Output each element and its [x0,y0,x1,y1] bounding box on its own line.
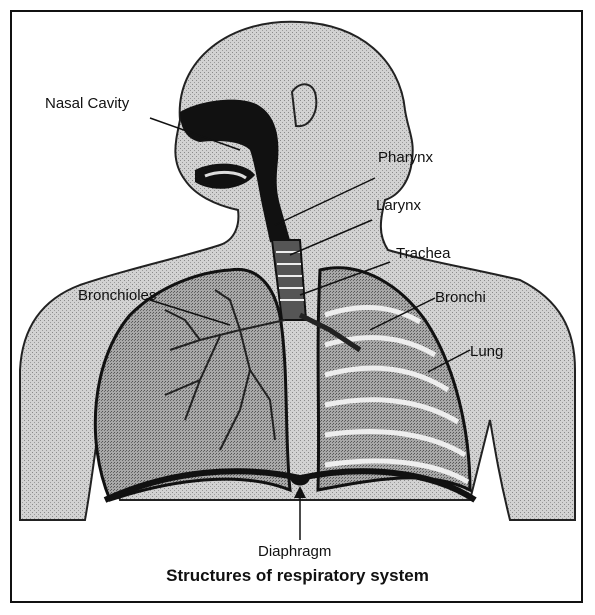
label-nasal-cavity: Nasal Cavity [45,95,130,112]
figure-caption: Structures of respiratory system [0,566,595,586]
label-larynx: Larynx [376,197,422,214]
label-trachea: Trachea [396,245,451,262]
respiratory-diagram: Nasal Cavity Pharynx Larynx Trachea Bron… [10,10,583,565]
label-bronchioles: Bronchioles [78,287,156,304]
label-lung: Lung [470,343,503,360]
label-diaphragm: Diaphragm [258,543,331,560]
label-bronchi: Bronchi [435,289,486,306]
label-pharynx: Pharynx [378,149,434,166]
